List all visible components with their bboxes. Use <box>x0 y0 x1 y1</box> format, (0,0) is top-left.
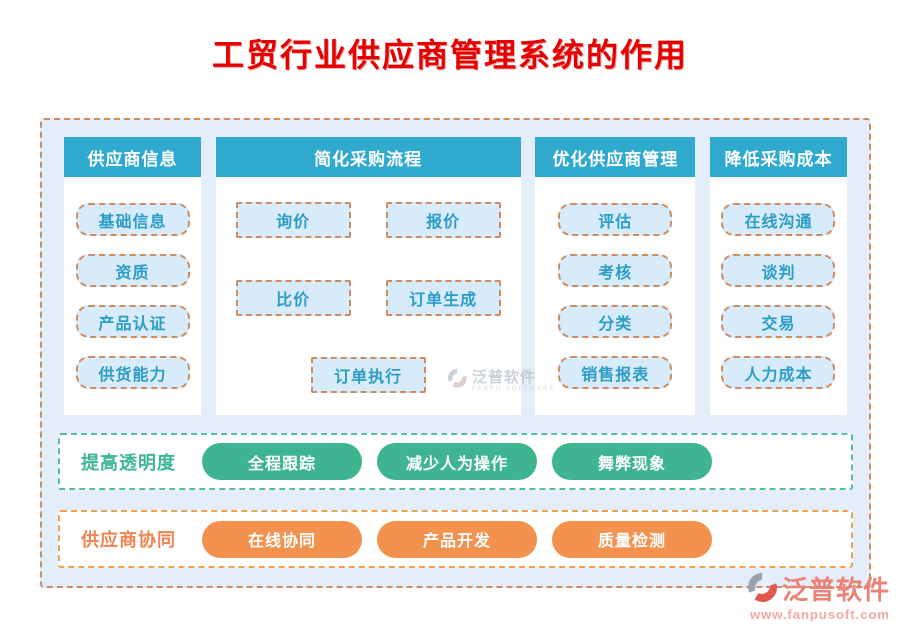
column-optimize-management-header: 优化供应商管理 <box>535 137 696 177</box>
column-reduce-cost: 降低采购成本 在线沟通 谈判 交易 人力成本 <box>709 137 847 415</box>
collaboration-band: 供应商协同 在线协同 产品开发 质量检测 <box>58 510 853 568</box>
center-watermark-text: 泛普软件 FANPU SOFTWARE <box>472 368 556 392</box>
fanpu-logo-icon <box>745 570 779 609</box>
column-simplify-procurement-items: 询价 报价 比价 订单生成 订单执行 <box>216 177 521 415</box>
main-panel: 供应商信息 基础信息 资质 产品认证 供货能力 简化采购流程 询价 报价 比价 … <box>40 118 871 588</box>
item-product-certification: 产品认证 <box>75 305 190 338</box>
item-qualification: 资质 <box>75 254 190 287</box>
item-quotation: 报价 <box>385 202 501 238</box>
item-assessment: 考核 <box>558 254 673 287</box>
item-transaction: 交易 <box>721 305 836 338</box>
column-optimize-management: 优化供应商管理 评估 考核 分类 销售报表 <box>535 137 696 415</box>
brand-footer-top: 泛普软件 <box>745 570 890 609</box>
column-supplier-info-header: 供应商信息 <box>64 137 201 177</box>
item-evaluation: 评估 <box>558 203 673 236</box>
pill-fraud-phenomenon: 舞弊现象 <box>552 443 712 480</box>
column-supplier-info: 供应商信息 基础信息 资质 产品认证 供货能力 <box>64 137 201 415</box>
item-inquiry: 询价 <box>235 202 351 238</box>
brand-url: www.fanpusoft.com <box>749 607 890 622</box>
pill-online-collaboration: 在线协同 <box>202 520 362 558</box>
brand-footer: 泛普软件 www.fanpusoft.com <box>745 570 890 622</box>
column-supplier-info-items: 基础信息 资质 产品认证 供货能力 <box>64 177 201 415</box>
pill-reduce-manual-operation: 减少人为操作 <box>377 443 537 480</box>
column-simplify-procurement-header: 简化采购流程 <box>215 137 521 177</box>
column-reduce-cost-header: 降低采购成本 <box>709 137 847 177</box>
procurement-row-3: 订单执行 <box>236 357 501 393</box>
transparency-band: 提高透明度 全程跟踪 减少人为操作 舞弊现象 <box>58 433 853 490</box>
procurement-row-2: 比价 订单生成 <box>235 279 501 316</box>
item-online-communication: 在线沟通 <box>721 203 836 236</box>
item-labor-cost: 人力成本 <box>721 356 836 389</box>
item-negotiation: 谈判 <box>721 254 836 287</box>
procurement-row-1: 询价 报价 <box>235 202 501 238</box>
item-supply-capacity: 供货能力 <box>75 356 190 389</box>
column-simplify-procurement: 简化采购流程 询价 报价 比价 订单生成 订单执行 <box>215 137 521 415</box>
transparency-band-label: 提高透明度 <box>81 452 176 473</box>
page-title: 工贸行业供应商管理系统的作用 <box>211 37 688 73</box>
item-sales-report: 销售报表 <box>558 356 673 389</box>
fanpu-logo-icon-gray <box>446 367 468 394</box>
center-watermark: 泛普软件 FANPU SOFTWARE <box>446 367 555 394</box>
column-reduce-cost-items: 在线沟通 谈判 交易 人力成本 <box>710 177 847 415</box>
brand-name: 泛普软件 <box>781 574 890 605</box>
item-classification: 分类 <box>558 305 673 338</box>
watermark-brand-name: 泛普软件 <box>472 368 537 386</box>
collaboration-band-label: 供应商协同 <box>81 530 176 550</box>
pill-full-tracking: 全程跟踪 <box>202 443 362 480</box>
item-price-comparison: 比价 <box>235 279 351 316</box>
column-optimize-management-items: 评估 考核 分类 销售报表 <box>535 177 695 415</box>
item-basic-info: 基础信息 <box>75 203 190 236</box>
pill-product-development: 产品开发 <box>377 520 537 558</box>
watermark-brand-subtext: FANPU SOFTWARE <box>472 385 556 392</box>
pill-quality-inspection: 质量检测 <box>552 520 712 558</box>
item-order-generation: 订单生成 <box>385 279 501 316</box>
columns-row: 供应商信息 基础信息 资质 产品认证 供货能力 简化采购流程 询价 报价 比价 … <box>64 137 847 415</box>
item-order-execution: 订单执行 <box>310 357 426 393</box>
